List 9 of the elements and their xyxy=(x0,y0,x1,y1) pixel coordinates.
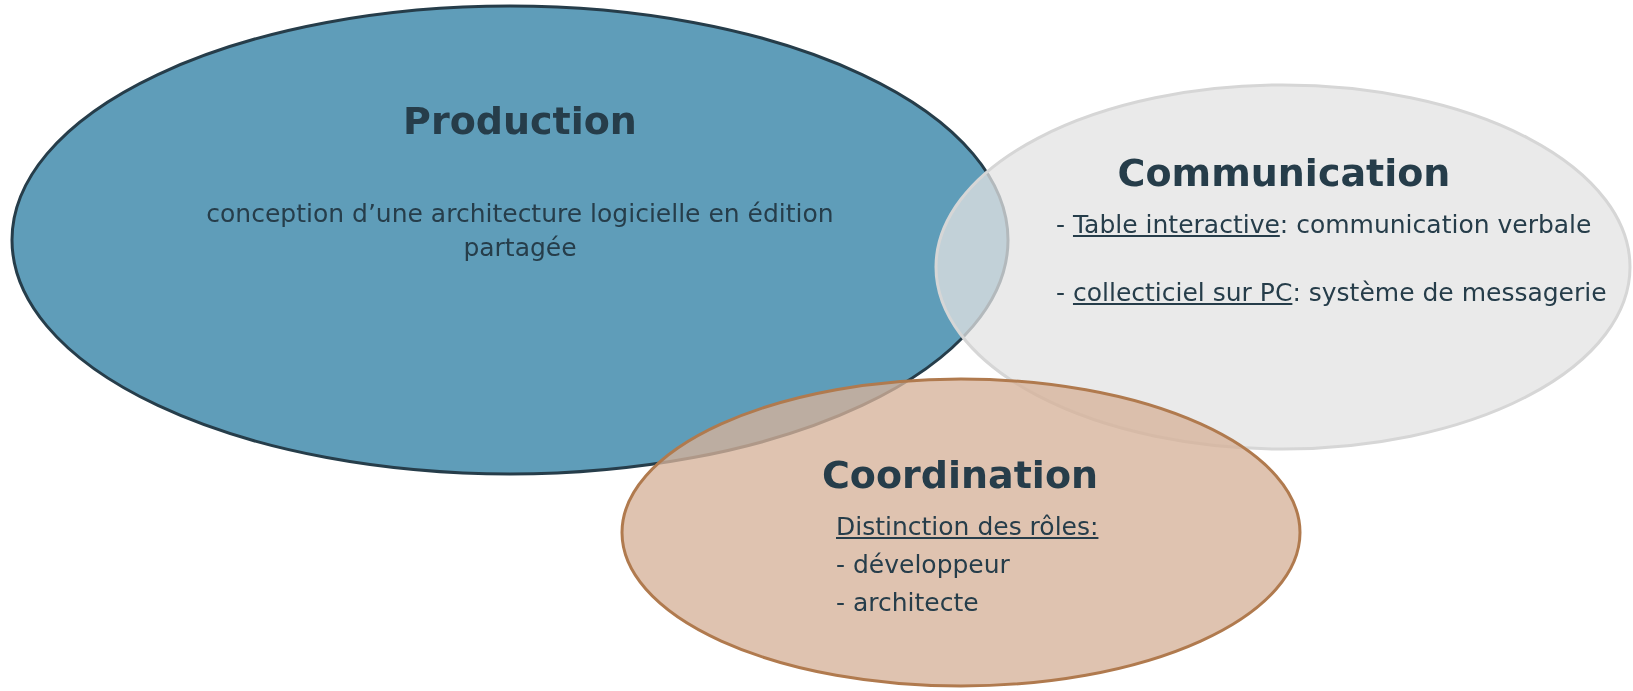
heading: Communication xyxy=(1117,151,1451,195)
body-text: Distinction des rôles: xyxy=(836,511,1100,543)
heading: Coordination xyxy=(821,453,1099,497)
body-text: - architecte xyxy=(836,587,980,619)
body-text: conception d’une architecture logicielle en édition partagée xyxy=(205,198,835,264)
body-text: - développeur xyxy=(836,549,1011,581)
body-text: - collecticiel sur PC: système de messagerie xyxy=(1056,277,1608,309)
body-text: - Table interactive: communication verbale xyxy=(1056,209,1593,241)
heading: Production xyxy=(403,99,637,143)
